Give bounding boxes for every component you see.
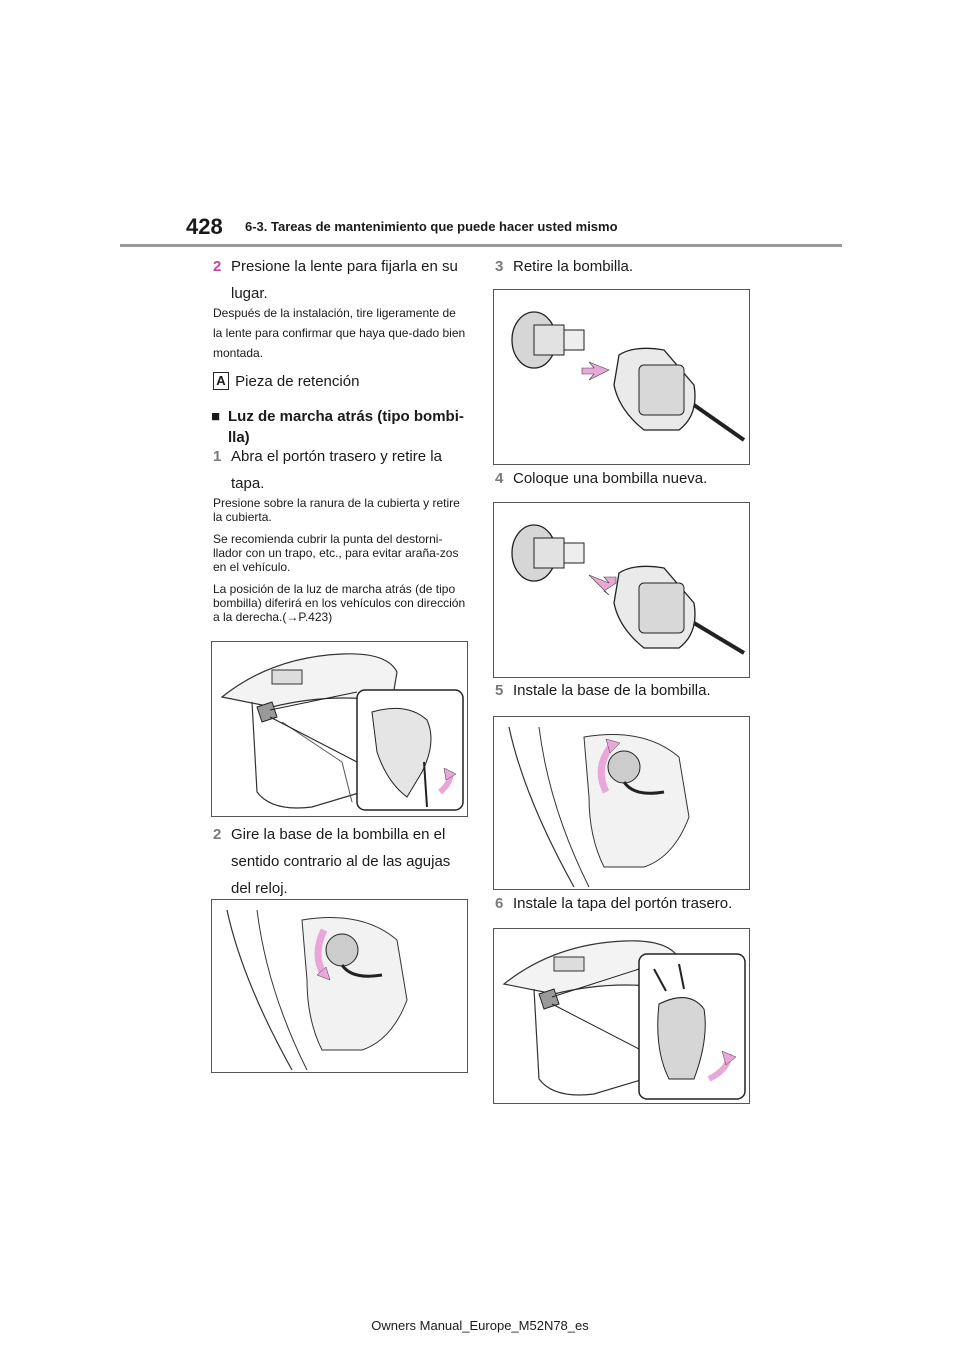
figure-remove-bulb xyxy=(493,289,750,465)
note-rhd-position: La posición de la luz de marcha atrás (d… xyxy=(213,582,466,624)
step-number: 5 xyxy=(495,682,504,699)
step-number: 2 xyxy=(213,258,222,275)
figure-turn-bulb-base xyxy=(211,899,468,1073)
figure-install-bulb-base xyxy=(493,716,750,890)
heading-bullet: ■ xyxy=(211,408,221,425)
step-text: Coloque una bombilla nueva. xyxy=(513,470,708,487)
step-text: Instale la tapa del portón trasero. xyxy=(513,895,733,912)
section-title: 6-3. Tareas de mantenimiento que puede h… xyxy=(245,219,618,234)
step-text: Abra el portón trasero y retire la tapa. xyxy=(231,448,442,492)
step-number: 4 xyxy=(495,470,504,487)
step-number: 2 xyxy=(213,826,222,843)
figure-tailgate-cover-removal xyxy=(211,641,468,817)
step-install-base: 5 Instale la base de la bombilla. xyxy=(495,677,755,704)
step-number: 1 xyxy=(213,448,222,465)
label-a-box: A xyxy=(213,372,229,391)
note-press-slot: Presione sobre la ranura de la cubierta … xyxy=(213,496,460,524)
step-remove-bulb: 3 Retire la bombilla. xyxy=(495,253,755,280)
label-a-text: Pieza de retención xyxy=(235,372,360,390)
heading-text: Luz de marcha atrás (tipo bombi-lla) xyxy=(228,408,464,446)
step-number: 3 xyxy=(495,258,504,275)
note-cover-screwdriver: Se recomienda cubrir la punta del destor… xyxy=(213,532,459,574)
step-insert-new-bulb: 4 Coloque una bombilla nueva. xyxy=(495,465,755,492)
reverse-light-heading: ■ Luz de marcha atrás (tipo bombi-lla) xyxy=(211,406,473,448)
header-divider xyxy=(120,244,842,247)
label-a-legend: A Pieza de retención xyxy=(213,372,360,391)
step-text: Gire la base de la bombilla en el sentid… xyxy=(231,826,451,897)
step-open-tailgate: 1 Abra el portón trasero y retire la tapa… xyxy=(213,443,473,497)
step-turn-base: 2 Gire la base de la bombilla en el senti… xyxy=(213,821,473,902)
step-number: 6 xyxy=(495,895,504,912)
step-text: Instale la base de la bombilla. xyxy=(513,682,711,699)
figure-insert-bulb xyxy=(493,502,750,678)
step-text: Retire la bombilla. xyxy=(513,258,634,275)
step-install-cover: 6 Instale la tapa del portón trasero. xyxy=(495,890,755,917)
page-number: 428 xyxy=(186,214,223,239)
step-text: Presione la lente para fijarla en su lug… xyxy=(231,258,458,302)
figure-install-tailgate-cover xyxy=(493,928,750,1104)
step-press-lens: 2 Presione la lente para fijarla en su lu… xyxy=(213,253,473,307)
after-install-note: Después de la instalación, tire ligerame… xyxy=(213,306,466,360)
footer-manual-id: Owners Manual_Europe_M52N78_es xyxy=(371,1318,589,1333)
